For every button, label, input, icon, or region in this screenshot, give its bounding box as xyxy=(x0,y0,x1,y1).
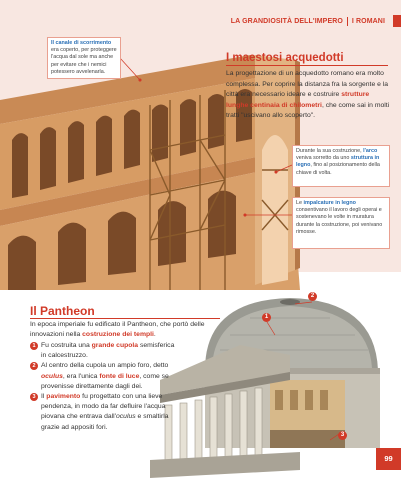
list-text: e smaltirla grazie ad appositi fori. xyxy=(41,413,169,431)
aqueduct-text-2: , che come sai in molti tratti "uscivano… xyxy=(226,101,390,120)
list-number: 2 xyxy=(30,362,38,371)
header-color-tab xyxy=(393,15,401,27)
list-highlight: fonte di luce xyxy=(99,372,140,380)
list-highlight: oculus xyxy=(41,372,63,380)
aqueduct-highlight: strutture lunghe centinaia di chilometri xyxy=(226,91,370,109)
list-text: , era l'unica xyxy=(62,372,100,380)
note-arch-text-a: Durante la sua costruzione, xyxy=(296,148,364,154)
note-scaffold-text-b: consentivano il lavoro degli operai e so… xyxy=(296,207,383,235)
note-arch-text-b: veniva sorretto da uno xyxy=(296,155,351,162)
list-text: semisferica in calcestruzzo. xyxy=(41,342,175,360)
note-canal-term: Il canale di scorrimento xyxy=(51,40,112,46)
pantheon-intro: In epoca imperiale fu edificato il Panth… xyxy=(30,320,230,341)
list-item: 2 Al centro della cupola un ampio foro, … xyxy=(30,361,180,392)
note-canal-text: era coperto, per proteggere l'acqua dal … xyxy=(51,47,117,75)
list-text: , come se provenisse direttamente dagli … xyxy=(41,372,169,390)
note-arch-text-c: , fino al posizionamento della chiave di… xyxy=(296,162,380,176)
page-number: 99 xyxy=(376,448,401,470)
list-number: 3 xyxy=(30,393,38,402)
pantheon-intro-text: In epoca imperiale fu edificato il Panth… xyxy=(30,321,205,339)
header-separator xyxy=(346,16,348,26)
pantheon-intro-highlight: costruzione dei templi xyxy=(82,331,154,339)
list-text: Al centro della cupola un ampio foro, de… xyxy=(41,362,169,370)
note-arch-term-a: l'arco xyxy=(363,148,378,154)
pantheon-list: 1 Fu costruita una grande cupola semisfe… xyxy=(30,341,180,433)
callout-badge-2: 2 xyxy=(308,292,317,301)
note-scaffold-text-a: Le xyxy=(296,200,304,206)
header-chapter: LA GRANDIOSITÀ DELL'IMPERO xyxy=(230,17,343,25)
list-text: fu progettato con una lieve pendenza, in… xyxy=(41,393,166,421)
list-italic: oculus xyxy=(115,413,136,421)
aqueduct-title: I maestosi acquedotti xyxy=(226,52,344,64)
list-highlight: grande cupola xyxy=(91,342,139,349)
pantheon-title-rule xyxy=(30,318,220,319)
aqueduct-title-rule xyxy=(226,65,388,66)
callout-badge-1: 1 xyxy=(262,313,271,322)
list-item: 3 Il pavimento fu progettato con una lie… xyxy=(30,392,180,433)
list-highlight: pavimento xyxy=(46,393,81,401)
note-scaffold: Le impalcature in legno consentivano il … xyxy=(292,197,390,249)
list-text: Il xyxy=(41,393,47,401)
list-item: 1 Fu costruita una grande cupola semisfe… xyxy=(30,341,180,361)
note-scaffold-term: impalcature in legno xyxy=(303,200,356,206)
note-canal: Il canale di scorrimento era coperto, pe… xyxy=(47,37,121,79)
running-header: LA GRANDIOSITÀ DELL'IMPERO I ROMANI xyxy=(231,15,401,27)
callout-badge-3: 3 xyxy=(338,431,347,440)
aqueduct-illustration xyxy=(0,55,300,290)
pantheon-intro-end: . xyxy=(153,331,156,339)
aqueduct-paragraph: La progettazione di un acquedotto romano… xyxy=(226,69,391,122)
note-arch: Durante la sua costruzione, l'arco veniv… xyxy=(292,145,390,187)
aqueduct-text-1: La progettazione di un acquedotto romano… xyxy=(226,70,389,99)
list-number: 1 xyxy=(30,342,38,350)
note-arch-term-b: struttura in legno xyxy=(296,155,380,169)
header-section: I ROMANI xyxy=(351,17,385,25)
pantheon-title: Il Pantheon xyxy=(30,304,95,318)
list-text: Fu costruita una xyxy=(41,342,92,349)
